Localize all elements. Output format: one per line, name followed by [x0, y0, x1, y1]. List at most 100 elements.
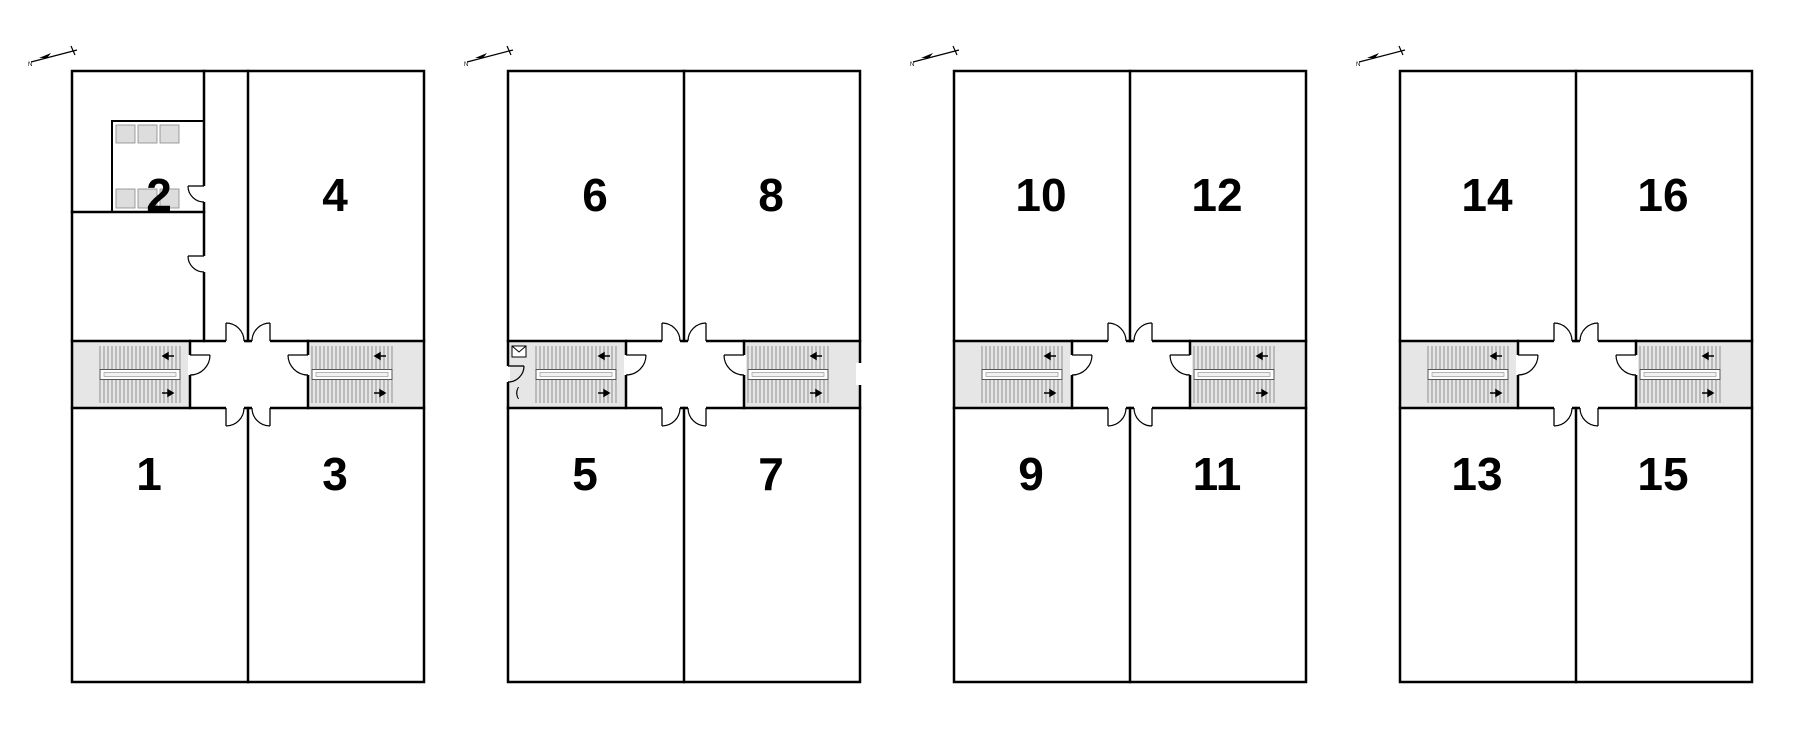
door — [1107, 322, 1127, 343]
door-swing — [187, 255, 205, 273]
door — [225, 406, 245, 427]
north-arrow-head — [921, 53, 933, 58]
stair-handrail-inner — [315, 372, 389, 377]
door-swing — [251, 322, 271, 342]
mailbox-icon — [511, 345, 527, 358]
unit-number-label: 14 — [1461, 169, 1513, 221]
hallway-landing — [626, 341, 744, 408]
door-swing — [1107, 407, 1127, 427]
north-arrow-icon: N — [464, 45, 514, 68]
staircase-icon — [1639, 346, 1721, 403]
door-swing — [1071, 354, 1093, 376]
north-arrow-label: N — [464, 62, 468, 68]
door-swing — [1169, 354, 1191, 376]
door — [187, 255, 206, 273]
unit-number-label: 8 — [758, 169, 784, 221]
dryer-icon — [137, 188, 158, 209]
laundry-room-walls — [111, 120, 205, 213]
stair-arrow-up — [1043, 351, 1056, 361]
dryer-icon — [159, 188, 180, 209]
door-swing — [625, 354, 647, 376]
unit-number-label: 13 — [1451, 448, 1502, 500]
door — [1615, 354, 1638, 376]
door-swing — [251, 407, 271, 427]
unit-number-label: 5 — [572, 448, 598, 500]
door-swing — [1553, 407, 1573, 427]
door — [1133, 322, 1153, 343]
door-swing — [189, 354, 211, 376]
staircase-icon — [535, 346, 617, 403]
stair-arrow-up — [1255, 351, 1268, 361]
stair-arrow-down — [1044, 388, 1057, 398]
stair-handrail-inner — [1643, 372, 1717, 377]
north-arrow-shaft — [30, 49, 78, 63]
unit-number-label: 3 — [322, 448, 348, 500]
door — [1553, 406, 1573, 427]
north-arrow-shaft — [912, 49, 960, 63]
door-swing — [687, 322, 707, 342]
mailbox-flap — [511, 345, 527, 353]
door-swing — [1579, 407, 1599, 427]
door-swing — [661, 407, 681, 427]
door — [687, 406, 707, 427]
floor-plan-floor-1: (5 6 7 8 — [506, 69, 862, 684]
door-swing — [1615, 354, 1637, 376]
stair-arrow-up — [1489, 351, 1502, 361]
north-arrow-icon: N — [1356, 45, 1406, 68]
unit-number-label: 10 — [1015, 169, 1066, 221]
door — [251, 406, 271, 427]
unit-number-label: 12 — [1191, 169, 1242, 221]
intercom-icon: ( — [515, 386, 520, 401]
stair-arrow-down — [1490, 388, 1503, 398]
stair-arrow-down — [1256, 388, 1269, 398]
door — [1579, 406, 1599, 427]
north-arrow-tick — [70, 45, 76, 56]
door-swing — [225, 322, 245, 342]
door — [1553, 322, 1573, 343]
north-arrow-label: N — [910, 62, 914, 68]
door-swing — [661, 322, 681, 342]
unit-number-label: 2 — [146, 169, 172, 221]
hallway-landing — [190, 341, 308, 408]
staircase-icon — [747, 346, 829, 403]
door — [251, 322, 271, 343]
stair-arrow-up — [1701, 351, 1714, 361]
stair-arrow-up — [809, 351, 822, 361]
door — [1169, 354, 1192, 376]
exit-opening — [856, 363, 862, 385]
north-arrow-tick — [952, 45, 958, 56]
north-arrow-label: N — [1356, 62, 1360, 68]
door — [225, 322, 245, 343]
stair-handrail-inner — [103, 372, 177, 377]
door-swing — [1133, 407, 1153, 427]
stair-handrail-inner — [539, 372, 613, 377]
north-arrow-head — [39, 53, 51, 58]
door-swing — [1553, 322, 1573, 342]
staircase-icon — [311, 346, 393, 403]
door-swing — [1517, 354, 1539, 376]
stair-arrow-down — [1702, 388, 1715, 398]
door — [1070, 354, 1093, 376]
unit-number-label: 6 — [582, 169, 608, 221]
staircase-icon — [1193, 346, 1275, 403]
unit-number-label: 9 — [1018, 448, 1044, 500]
dryer-icon — [115, 188, 136, 209]
washer-icon — [137, 124, 158, 144]
stair-handrail-inner — [1431, 372, 1505, 377]
unit-number-label: 11 — [1193, 448, 1242, 500]
door — [1516, 354, 1539, 376]
north-arrow-label: N — [28, 62, 32, 68]
door-swing — [1133, 322, 1153, 342]
door — [188, 354, 211, 376]
unit-number-label: 7 — [758, 448, 784, 500]
unit-number-label: 4 — [322, 169, 348, 221]
door — [661, 406, 681, 427]
staircase-icon — [99, 346, 181, 403]
stair-arrow-up — [597, 351, 610, 361]
north-arrow-tick — [506, 45, 512, 56]
door-swing — [1579, 322, 1599, 342]
unit-number-label: 15 — [1637, 448, 1688, 500]
unit-number-label: 16 — [1637, 169, 1688, 221]
